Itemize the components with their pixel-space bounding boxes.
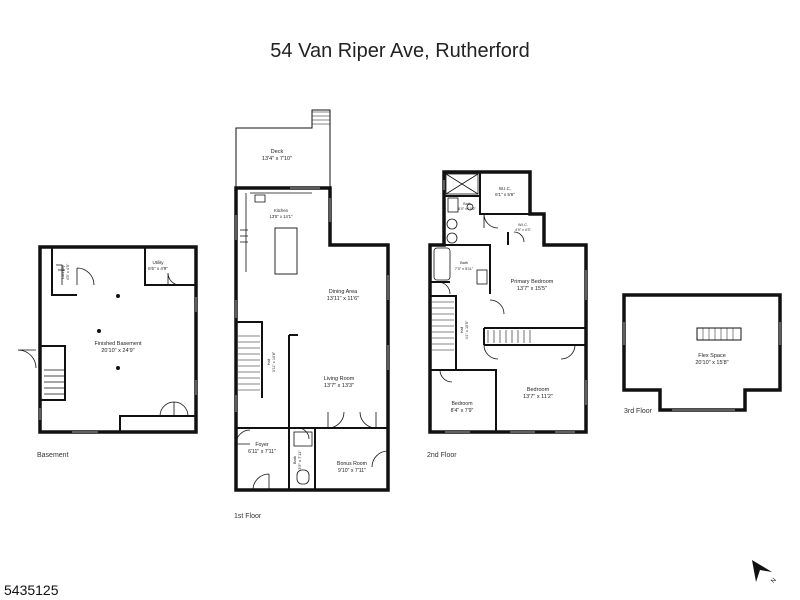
second-floor-doors xyxy=(437,213,576,383)
second-floor-walls xyxy=(428,170,588,434)
second-floor-fixtures xyxy=(433,173,488,285)
kitchen-label: Kitchen xyxy=(274,208,289,213)
basement-walls xyxy=(38,245,198,434)
basement-stairs xyxy=(17,349,64,395)
bath-1-dims: 6'0" x 10'2" xyxy=(458,207,476,211)
living-room-label: Living Room xyxy=(324,376,355,382)
basement-inner-walls xyxy=(40,247,196,432)
kitchen-island xyxy=(274,227,298,275)
third-floor-plan xyxy=(622,293,782,412)
laundry-label: Laundry xyxy=(61,265,65,279)
primary-bedroom-label: Primary Bedroom xyxy=(511,279,554,285)
utility-dims: 6'6" x 4'9" xyxy=(148,266,168,271)
room-labels: Finished Basement 20'10" x 24'9" Utility… xyxy=(61,149,729,474)
second-floor-plan xyxy=(428,170,588,434)
bedroom-1-label: Bedroom xyxy=(451,401,472,407)
hall-2-dims: 4'1" x 10'5" xyxy=(465,320,469,339)
second-floor-label: 2nd Floor xyxy=(427,452,457,459)
deck-label: Deck xyxy=(271,149,284,155)
third-floor-windows xyxy=(623,322,781,411)
basement-lights xyxy=(97,294,120,370)
finished-basement-label: Finished Basement xyxy=(94,341,142,347)
third-floor-label: 3rd Floor xyxy=(624,408,653,415)
hall-dims: 3'11" x 10'8" xyxy=(272,351,276,372)
bath-label: Bath xyxy=(292,456,297,464)
second-floor-stairs xyxy=(432,301,531,351)
bath-2-label: Bath xyxy=(460,261,468,265)
flex-space-dims: 20'10" x 15'8" xyxy=(695,360,728,366)
utility-label: Utility xyxy=(153,260,165,265)
laundry-dims: 4'5" x 4'5" xyxy=(66,263,70,280)
first-floor-doors xyxy=(235,411,389,491)
kitchen-dims: 13'5" x 14'1" xyxy=(270,214,293,219)
wic-2-dims: 4'9" x 4'3" xyxy=(515,228,531,232)
first-floor-inner-walls xyxy=(236,321,388,490)
hall-2-label: Hall xyxy=(460,327,464,334)
skylight-detail xyxy=(702,328,734,340)
first-floor-windows xyxy=(235,187,389,412)
basement-doors xyxy=(56,264,189,417)
wic-1-dims: 6'1" x 5'6" xyxy=(495,192,515,197)
skylight xyxy=(696,327,742,341)
first-floor-walls xyxy=(234,186,390,492)
basement-windows xyxy=(39,297,197,433)
wic-2-label: W.I.C. xyxy=(518,223,528,227)
deck-dims: 13'4" x 7'10" xyxy=(262,156,292,162)
page-title: 54 Van Riper Ave, Rutherford xyxy=(270,40,530,62)
bedroom-2-label: Bedroom xyxy=(527,387,550,393)
flex-space-label: Flex Space xyxy=(698,353,726,359)
first-floor-bath-fixtures xyxy=(293,431,313,485)
second-floor-windows xyxy=(443,180,587,433)
bath-dims: 3'5" x 7'11" xyxy=(297,450,302,470)
deck-stair xyxy=(312,111,330,125)
compass-label: N xyxy=(770,577,777,584)
deck-outline xyxy=(235,109,331,188)
north-arrow-icon: N xyxy=(752,560,778,585)
bonus-room-dims: 9'10" x 7'11" xyxy=(338,468,366,474)
bath-2-dims: 7'3" x 5'11" xyxy=(455,267,474,271)
hall-label: Hall xyxy=(267,359,271,366)
listing-id: 5435125 xyxy=(4,582,59,598)
dining-area-dims: 13'11" x 11'6" xyxy=(327,296,359,302)
primary-bedroom-dims: 13'7" x 15'5" xyxy=(517,286,547,292)
bath-1-label: Bath xyxy=(463,202,470,206)
living-room-dims: 13'7" x 13'3" xyxy=(324,383,354,389)
first-floor-stairs xyxy=(238,335,260,391)
bedroom-1-dims: 8'4" x 7'9" xyxy=(451,408,474,414)
first-floor-label: 1st Floor xyxy=(234,513,262,520)
basement-plan xyxy=(17,245,198,434)
wic-1-label: W.I.C. xyxy=(499,186,511,191)
first-floor-plan xyxy=(234,109,390,492)
foyer-label: Foyer xyxy=(255,442,269,448)
kitchen-counters xyxy=(240,192,312,272)
basement-floor-label: Basement xyxy=(37,452,69,459)
foyer-dims: 6'11" x 7'11" xyxy=(248,449,276,455)
bonus-room-label: Bonus Room xyxy=(337,461,367,467)
finished-basement-dims: 20'10" x 24'9" xyxy=(101,348,134,354)
dining-area-label: Dining Area xyxy=(329,289,358,295)
bedroom-2-dims: 13'7" x 11'2" xyxy=(523,394,553,400)
